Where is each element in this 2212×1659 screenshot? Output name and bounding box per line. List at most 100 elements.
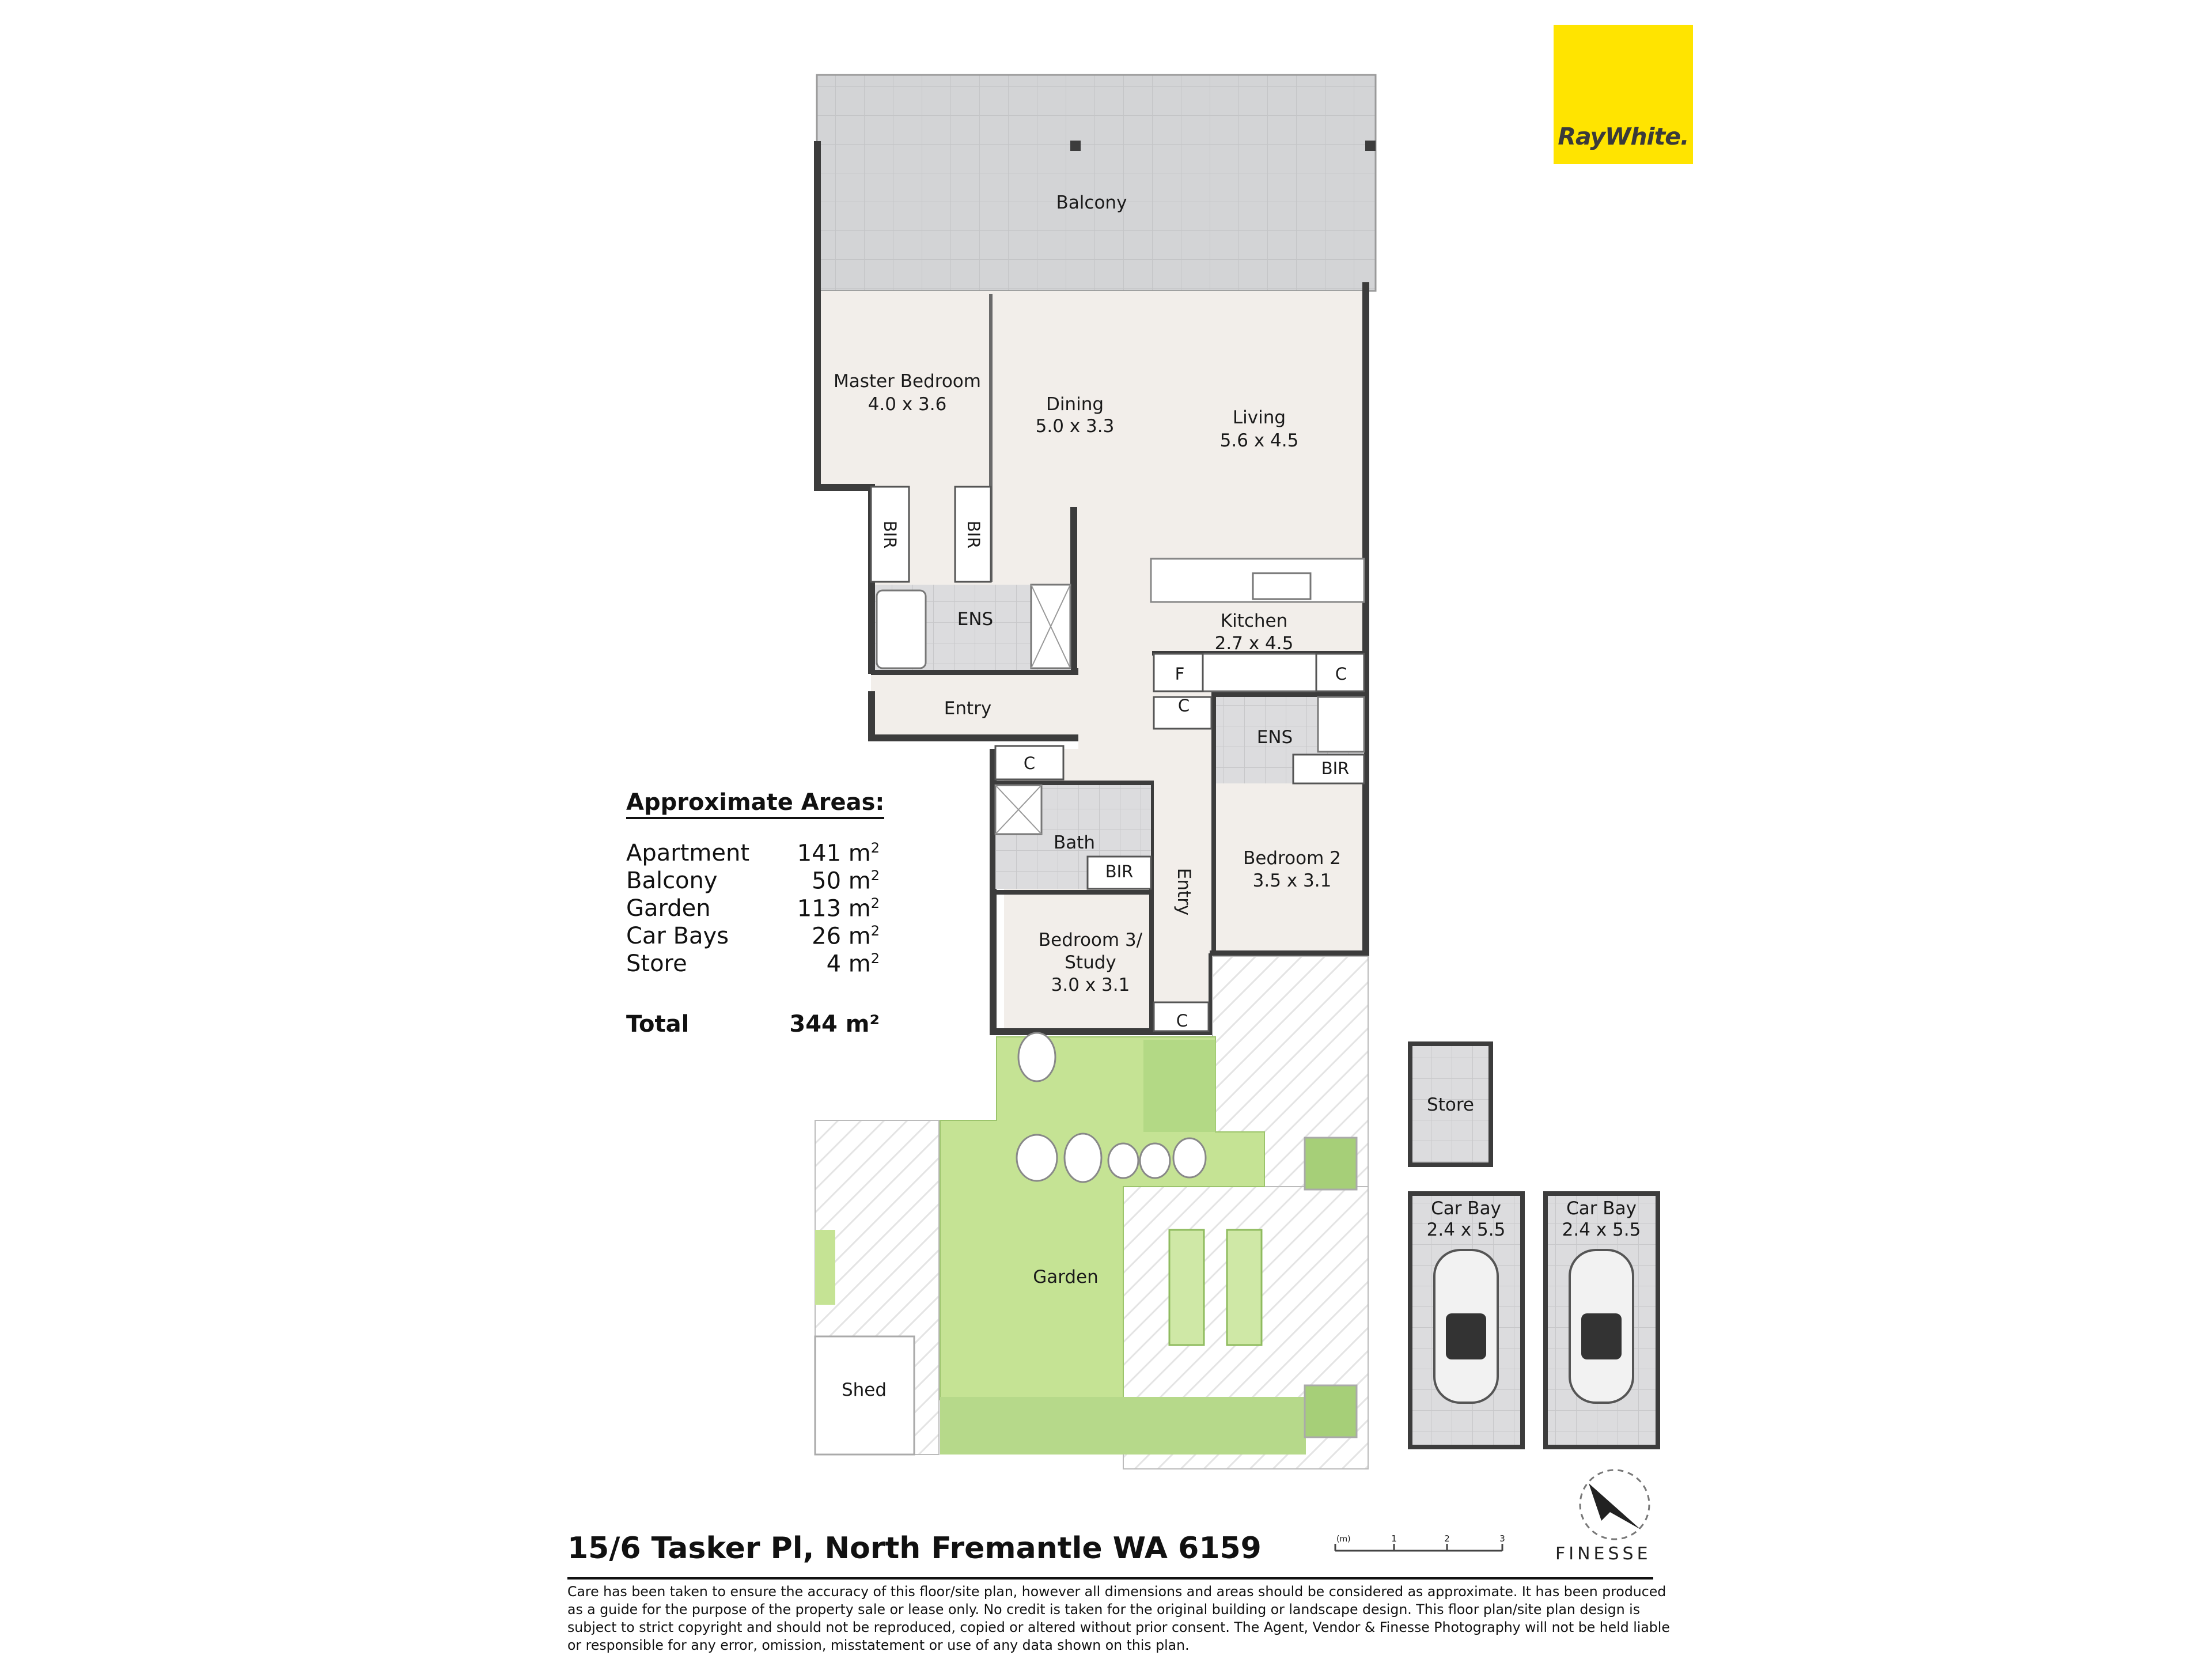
fridge-box <box>1153 653 1204 692</box>
area-row-store: Store 4 m2 <box>626 950 880 979</box>
finesse-logo-icon <box>1579 1469 1650 1540</box>
area-value: 113 m2 <box>797 895 880 922</box>
entry-main-label: Entry <box>944 698 991 719</box>
scale-tick-2: 2 <box>1444 1533 1450 1544</box>
bath-wall <box>995 890 1151 895</box>
area-name: Car Bays <box>626 923 729 949</box>
area-value: 4 m2 <box>826 950 880 978</box>
bir-bed3-label: BIR <box>1105 862 1134 881</box>
balcony-wall-left <box>814 141 821 291</box>
area-row-car-bays: Car Bays 26 m2 <box>626 923 880 952</box>
bedroom2-dims: 3.5 x 3.1 <box>1253 870 1332 891</box>
raywhite-logo: RayWhite. <box>1554 25 1693 164</box>
scale-tick-3: 3 <box>1499 1533 1505 1544</box>
bir-bed2-box <box>1292 753 1365 785</box>
bath-shower-cross <box>995 785 1042 835</box>
hedge-bottom <box>940 1397 1306 1455</box>
balcony-floor <box>816 74 1377 292</box>
planter-1 <box>1304 1137 1358 1191</box>
scale-tick-1: 1 <box>1391 1533 1397 1544</box>
car-bay-1-name: Car Bay <box>1431 1198 1501 1219</box>
cupboard-kitchen-box <box>1315 653 1365 692</box>
property-address: 15/6 Tasker Pl, North Fremantle WA 6159 <box>567 1531 1262 1566</box>
areas-title: Approximate Areas: <box>626 789 885 819</box>
living-name: Living <box>1233 407 1286 428</box>
store-box <box>1408 1041 1493 1167</box>
balcony-label: Balcony <box>1056 192 1127 213</box>
car-bay-2-dims: 2.4 x 5.5 <box>1562 1219 1641 1240</box>
cupboard-kitchen-label: C <box>1335 664 1347 684</box>
walls <box>814 282 1369 1035</box>
area-row-apartment: Apartment 141 m2 <box>626 840 880 869</box>
area-name: Store <box>626 950 687 977</box>
bedroom3-line2: Study <box>1065 952 1116 973</box>
garden-bench-2 <box>1226 1229 1263 1346</box>
bir-left-label: BIR <box>880 521 900 549</box>
master-bedroom-dims: 4.0 x 3.6 <box>868 394 947 415</box>
kitchen-dims: 2.7 x 4.5 <box>1215 633 1294 654</box>
bedroom2-name: Bedroom 2 <box>1243 848 1341 869</box>
area-name: Balcony <box>626 868 718 894</box>
entry-hall-label: Entry <box>1173 868 1194 915</box>
logo-text: RayWhite. <box>1558 123 1689 150</box>
living-dims: 5.6 x 4.5 <box>1220 430 1299 451</box>
area-row-balcony: Balcony 50 m2 <box>626 868 880 896</box>
cupboard-hall-box <box>1153 696 1213 730</box>
scale-bar: (m) 1 2 3 <box>1334 1533 1505 1552</box>
kitchen-sink <box>1252 572 1312 600</box>
garden-label: Garden <box>1033 1267 1099 1287</box>
bir-left-box <box>870 486 910 583</box>
stepping-stones <box>1016 1032 1207 1183</box>
ens-master-label: ENS <box>957 609 993 630</box>
area-name: Garden <box>626 895 711 922</box>
area-value: 141 m2 <box>797 840 880 867</box>
balcony-post-1 <box>1070 141 1081 151</box>
disclaimer-text: Care has been taken to ensure the accura… <box>567 1584 1670 1653</box>
cupboard-lower-label: C <box>1176 1011 1188 1031</box>
car-bay-1-box <box>1408 1191 1525 1449</box>
bir-bed3-box <box>1086 855 1152 890</box>
bir-right-box <box>954 486 992 583</box>
cupboard-lower-box <box>1153 1001 1210 1032</box>
car-bay-1-dims: 2.4 x 5.5 <box>1427 1219 1506 1240</box>
total-value: 344 m² <box>789 1011 880 1037</box>
shed-box <box>814 1335 915 1456</box>
balcony-post-2 <box>1365 141 1376 151</box>
bath-label: Bath <box>1054 832 1095 853</box>
dining-name: Dining <box>1046 394 1104 415</box>
car-icon <box>1569 1249 1634 1404</box>
car-icon <box>1433 1249 1499 1404</box>
total-label: Total <box>626 1011 690 1037</box>
finesse-logo-text: FINESSE <box>1555 1544 1652 1564</box>
planter-2 <box>1304 1384 1358 1438</box>
cupboard-hall-label: C <box>1178 696 1190 715</box>
area-row-garden: Garden 113 m2 <box>626 895 880 924</box>
bedroom3-line1: Bedroom 3/ <box>1039 930 1143 950</box>
bir-bed2-label: BIR <box>1321 759 1350 778</box>
ens-master-shower-cross <box>1031 584 1071 669</box>
area-row-total: Total 344 m² <box>626 1011 880 1040</box>
fridge-label: F <box>1175 664 1185 684</box>
area-value: 50 m2 <box>812 868 880 895</box>
kitchen-name: Kitchen <box>1221 611 1288 631</box>
garden-bench-1 <box>1168 1229 1205 1346</box>
cupboard-entry-label: C <box>1024 753 1035 773</box>
scale-unit: (m) <box>1336 1535 1351 1544</box>
dining-dims: 5.0 x 3.3 <box>1036 416 1115 437</box>
shed-label: Shed <box>842 1380 887 1400</box>
cupboard-entry-box <box>994 745 1065 781</box>
store-label: Store <box>1427 1094 1474 1115</box>
ens-master-tub <box>876 589 927 669</box>
hedge-left <box>815 1230 835 1305</box>
tree-box <box>1143 1040 1215 1132</box>
master-bedroom-name: Master Bedroom <box>834 371 981 392</box>
ens-bed2-shower <box>1317 696 1365 753</box>
area-value: 26 m2 <box>812 923 880 950</box>
bir-right-label: BIR <box>964 521 983 549</box>
area-name: Apartment <box>626 840 750 866</box>
apartment-floor <box>820 291 1368 1031</box>
bedroom3-dims: 3.0 x 3.1 <box>1051 975 1130 995</box>
footer-divider <box>567 1577 1653 1580</box>
ens-bed2-label: ENS <box>1257 727 1293 748</box>
